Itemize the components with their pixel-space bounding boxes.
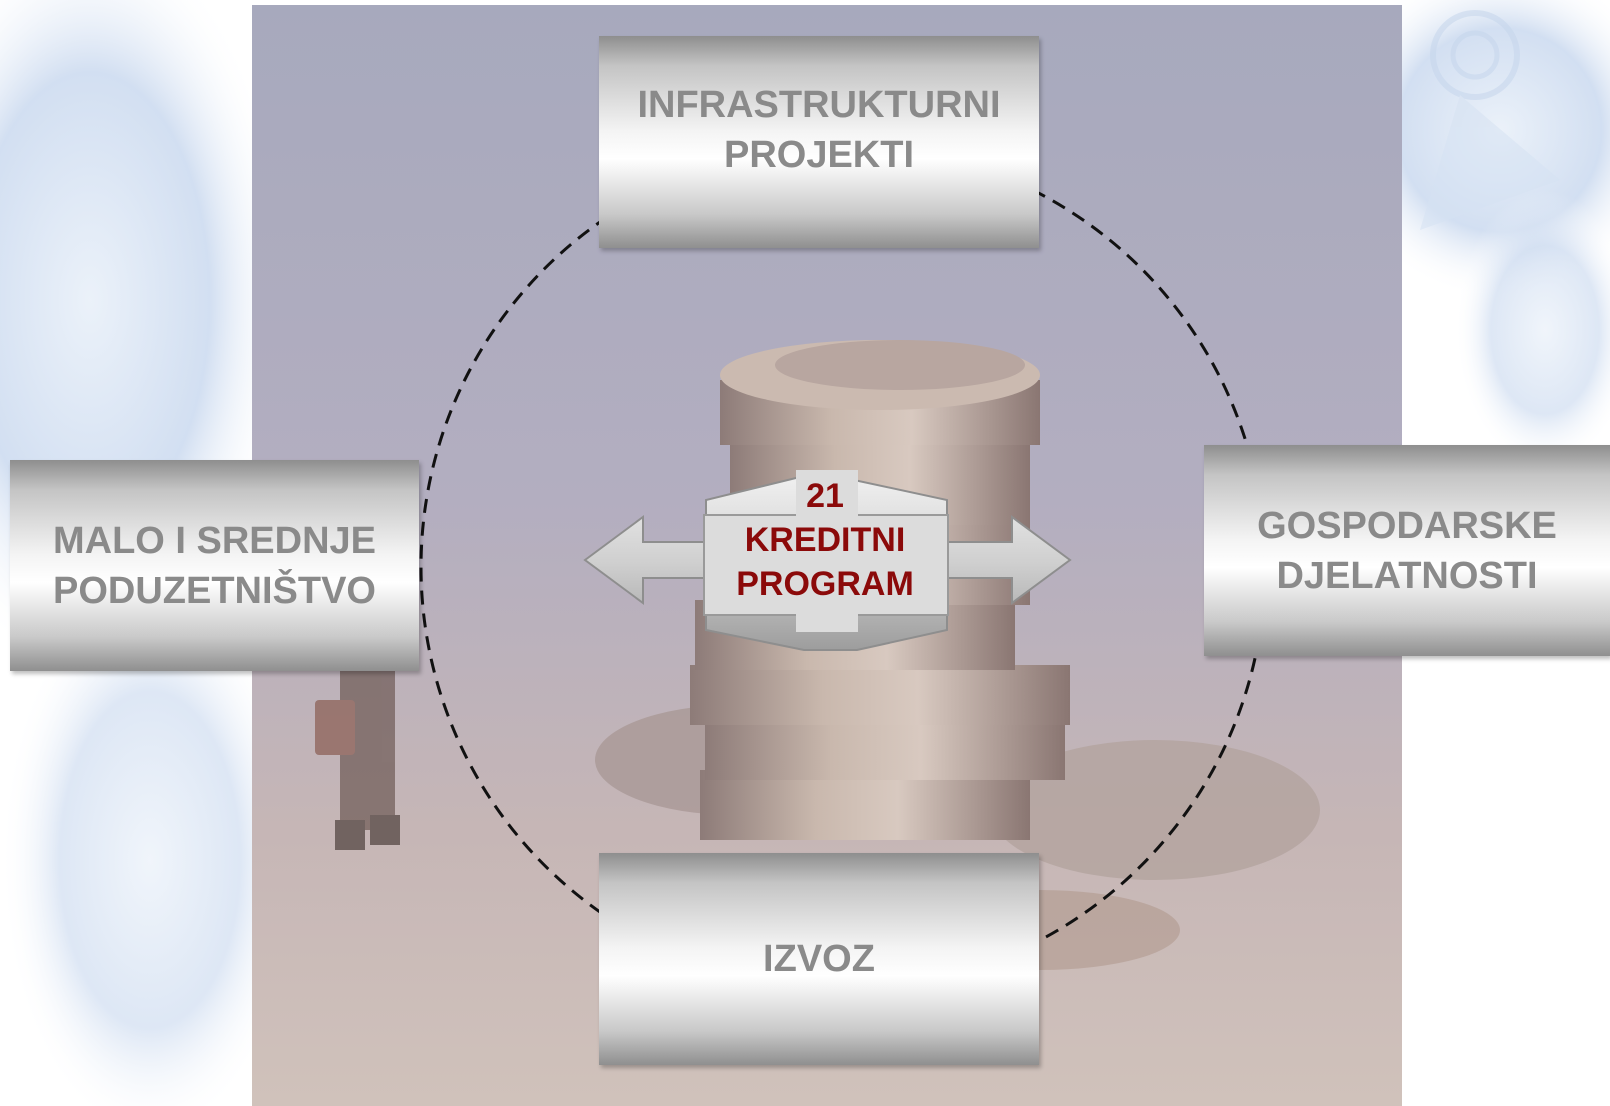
box-left-line-2: PODUZETNIŠTVO: [52, 569, 376, 612]
box-right-line-2: DJELATNOSTI: [1276, 554, 1538, 597]
box-infrastructure-projects: INFRASTRUKTURNI PROJEKTI: [599, 36, 1039, 248]
four-way-arrow: [583, 470, 1072, 651]
center-line-3: PROGRAM: [736, 565, 914, 603]
center-line-2: KREDITNI: [744, 521, 906, 559]
box-right-line-1: GOSPODARSKE: [1257, 504, 1557, 547]
fan-icon: [1420, 10, 1560, 230]
center-label: 21 KREDITNI PROGRAM: [700, 470, 950, 610]
businessman-figure: [315, 660, 400, 850]
center-line-1: 21: [806, 477, 844, 515]
box-small-medium-business: MALO I SREDNJE PODUZETNIŠTVO: [10, 460, 419, 671]
box-top-line-1: INFRASTRUKTURNI: [637, 84, 1001, 126]
box-bottom-line-1: IZVOZ: [763, 938, 875, 980]
box-export: IZVOZ: [599, 853, 1039, 1065]
box-left-line-1: MALO I SREDNJE: [52, 519, 377, 562]
box-top-line-2: PROJEKTI: [723, 134, 915, 176]
box-economic-activities: GOSPODARSKE DJELATNOSTI: [1204, 445, 1610, 656]
